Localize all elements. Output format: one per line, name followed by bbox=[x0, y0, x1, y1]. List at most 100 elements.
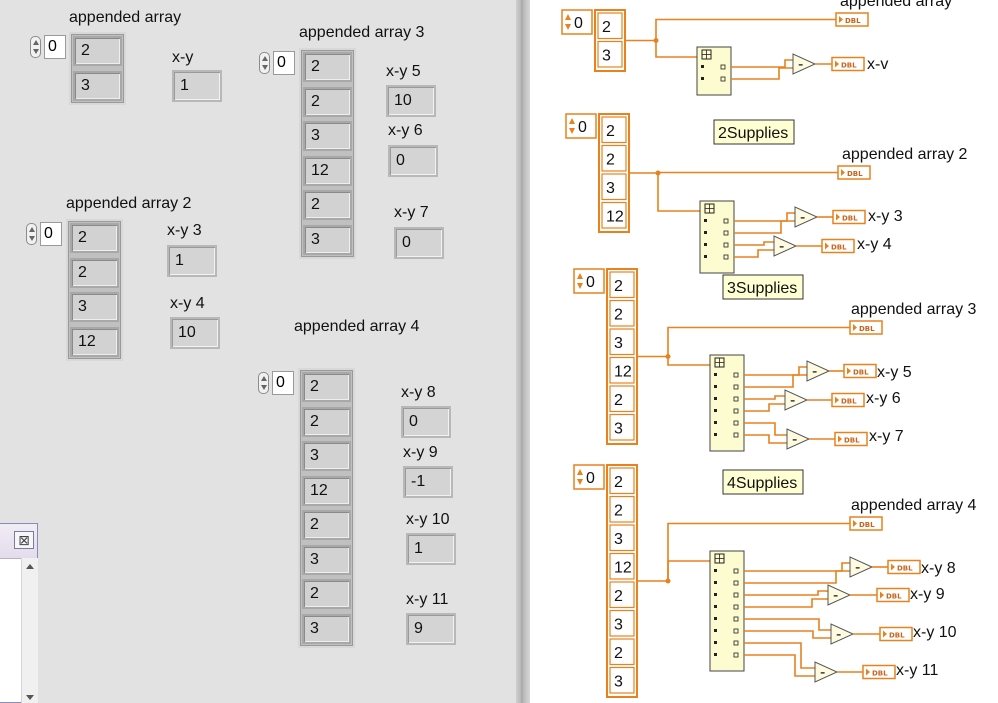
element-wire[interactable] bbox=[734, 249, 774, 258]
index-value[interactable]: 0 bbox=[44, 35, 66, 59]
result-terminal[interactable] bbox=[879, 626, 913, 642]
index-spinner-icon[interactable] bbox=[258, 372, 269, 394]
array-constant-element[interactable] bbox=[609, 552, 635, 580]
array-constant-element[interactable] bbox=[597, 40, 623, 68]
array-wire[interactable] bbox=[655, 18, 836, 41]
result-terminal[interactable] bbox=[831, 392, 865, 408]
appended-array-index[interactable]: 0 bbox=[30, 32, 70, 62]
element-wire[interactable] bbox=[744, 590, 828, 596]
result-terminal[interactable] bbox=[862, 664, 896, 680]
index-spinner-icon[interactable] bbox=[30, 36, 41, 58]
index-value[interactable]: 0 bbox=[273, 51, 295, 75]
subtract-node[interactable] bbox=[814, 661, 839, 683]
array-index-display[interactable] bbox=[573, 464, 605, 490]
array-index-display[interactable] bbox=[573, 268, 605, 294]
element-wire[interactable] bbox=[744, 618, 831, 631]
element-wire[interactable] bbox=[744, 366, 807, 376]
array-wire[interactable] bbox=[667, 356, 710, 366]
array-constant-element[interactable] bbox=[601, 173, 627, 201]
array-wire[interactable] bbox=[667, 326, 850, 357]
index-down-icon[interactable] bbox=[565, 24, 571, 30]
comment-box[interactable] bbox=[722, 274, 804, 300]
array-wire[interactable] bbox=[655, 40, 697, 58]
scroll-up-icon[interactable] bbox=[26, 564, 34, 569]
index-array-node-3[interactable] bbox=[709, 354, 745, 452]
result-terminal[interactable] bbox=[832, 209, 866, 225]
array-constant-element[interactable] bbox=[609, 271, 635, 299]
element-wire[interactable] bbox=[734, 220, 795, 234]
element-wire[interactable] bbox=[744, 434, 787, 444]
index-spinner-icon[interactable] bbox=[26, 223, 37, 245]
element-wire[interactable] bbox=[744, 374, 807, 388]
array-constant-element[interactable] bbox=[601, 144, 627, 172]
pane-splitter[interactable] bbox=[516, 0, 530, 703]
index-array-node-1[interactable] bbox=[696, 46, 732, 96]
subtract-node[interactable] bbox=[849, 556, 874, 578]
subtract-node[interactable] bbox=[784, 389, 809, 411]
appended-array-4-index[interactable]: 0 bbox=[258, 368, 298, 398]
element-wire[interactable] bbox=[744, 598, 828, 608]
index-down-icon[interactable] bbox=[569, 128, 575, 134]
array-constant-element[interactable] bbox=[609, 638, 635, 666]
element-wire[interactable] bbox=[744, 395, 785, 400]
element-wire[interactable] bbox=[744, 562, 850, 572]
subtract-node[interactable] bbox=[827, 584, 852, 606]
array-index-display[interactable] bbox=[565, 113, 597, 139]
scroll-down-icon[interactable] bbox=[26, 695, 34, 700]
vertical-scrollbar[interactable] bbox=[21, 558, 38, 703]
subtract-node[interactable] bbox=[786, 428, 811, 450]
index-up-icon[interactable] bbox=[577, 273, 583, 279]
index-down-icon[interactable] bbox=[577, 479, 583, 485]
index-up-icon[interactable] bbox=[569, 118, 575, 124]
element-wire[interactable] bbox=[731, 59, 793, 68]
array-constant-element[interactable] bbox=[609, 666, 635, 694]
element-wire[interactable] bbox=[744, 570, 850, 584]
element-wire[interactable] bbox=[734, 212, 795, 222]
array-index-display[interactable] bbox=[561, 9, 593, 35]
result-terminal[interactable] bbox=[876, 587, 910, 603]
result-terminal[interactable] bbox=[831, 56, 865, 72]
index-spinner-icon[interactable] bbox=[259, 52, 270, 74]
subtract-node[interactable] bbox=[830, 623, 855, 645]
array-constant-element[interactable] bbox=[609, 299, 635, 327]
element-wire[interactable] bbox=[731, 67, 793, 80]
comment-box[interactable] bbox=[722, 469, 804, 495]
element-wire[interactable] bbox=[744, 403, 785, 412]
result-terminal[interactable] bbox=[887, 559, 921, 575]
array-constant-element[interactable] bbox=[609, 356, 635, 384]
result-terminal[interactable] bbox=[843, 363, 877, 379]
element-wire[interactable] bbox=[734, 241, 774, 246]
array-constant-element[interactable] bbox=[597, 12, 623, 40]
comment-box[interactable] bbox=[713, 119, 795, 145]
element-wire[interactable] bbox=[744, 422, 787, 436]
array-constant-element[interactable] bbox=[609, 385, 635, 413]
array-wire[interactable] bbox=[667, 560, 710, 581]
array-constant-element[interactable] bbox=[609, 495, 635, 523]
element-wire[interactable] bbox=[744, 630, 831, 639]
array-wire[interactable] bbox=[667, 522, 850, 582]
index-value[interactable]: 0 bbox=[40, 222, 62, 246]
subtract-node[interactable] bbox=[792, 53, 817, 75]
element-wire[interactable] bbox=[744, 642, 815, 669]
array-constant-element[interactable] bbox=[601, 201, 627, 229]
index-value[interactable]: 0 bbox=[272, 371, 294, 395]
array-constant-element[interactable] bbox=[609, 524, 635, 552]
subtract-node[interactable] bbox=[806, 360, 831, 382]
array-wire[interactable] bbox=[657, 173, 700, 212]
close-icon[interactable]: ⊠ bbox=[14, 531, 34, 549]
array-constant-element[interactable] bbox=[601, 116, 627, 144]
appended-array-2-index[interactable]: 0 bbox=[26, 219, 66, 249]
index-up-icon[interactable] bbox=[577, 469, 583, 475]
array-constant-element[interactable] bbox=[609, 467, 635, 495]
index-up-icon[interactable] bbox=[565, 14, 571, 20]
array-constant-element[interactable] bbox=[609, 609, 635, 637]
array-constant-element[interactable] bbox=[609, 581, 635, 609]
array-constant-element[interactable] bbox=[609, 413, 635, 441]
subtract-node[interactable] bbox=[773, 235, 798, 257]
subtract-node[interactable] bbox=[794, 206, 819, 228]
result-terminal[interactable] bbox=[834, 431, 868, 447]
array-constant-element[interactable] bbox=[609, 328, 635, 356]
result-terminal[interactable] bbox=[821, 238, 855, 254]
array-wire[interactable] bbox=[657, 171, 838, 174]
element-wire[interactable] bbox=[744, 654, 815, 677]
